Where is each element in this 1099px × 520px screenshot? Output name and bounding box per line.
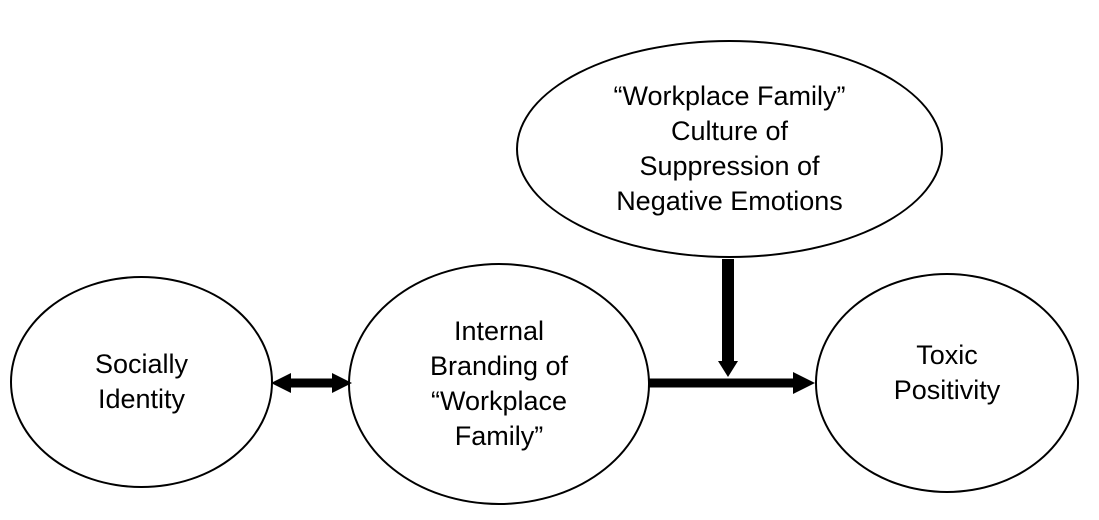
node-line: Negative Emotions — [616, 186, 843, 216]
arrowhead-down — [718, 361, 738, 377]
node-line: Internal — [453, 316, 545, 346]
node-line: “Workplace Family” — [613, 81, 846, 111]
arrow-workplace-family-culture-down — [718, 259, 738, 377]
node-workplace-family-culture-label: “Workplace Family” Culture of Suppressio… — [613, 79, 845, 219]
node-line: Family” — [454, 421, 544, 451]
node-line: Toxic — [916, 340, 978, 370]
node-internal-branding-label: Internal Branding of “Workplace Family” — [430, 314, 568, 454]
arrow-shaft — [648, 378, 794, 388]
node-toxic-positivity-label: Toxic Positivity — [894, 338, 1001, 408]
arrowhead-left — [271, 373, 291, 393]
node-line: “Workplace — [430, 386, 568, 416]
arrow-internal-branding-to-toxic-positivity — [648, 372, 815, 394]
node-socially-identity: Socially Identity — [10, 276, 273, 488]
arrowhead-right — [793, 372, 815, 394]
node-line: Branding of — [429, 351, 569, 381]
node-line: Identity — [97, 384, 186, 414]
node-toxic-positivity: Toxic Positivity — [815, 273, 1079, 493]
node-internal-branding: Internal Branding of “Workplace Family” — [348, 263, 650, 505]
arrow-shaft — [722, 259, 734, 363]
node-line: Culture of — [670, 116, 789, 146]
node-line: Suppression of — [639, 151, 820, 181]
node-line: Positivity — [893, 375, 1001, 405]
node-socially-identity-label: Socially Identity — [95, 347, 188, 417]
node-workplace-family-culture: “Workplace Family” Culture of Suppressio… — [516, 40, 943, 258]
node-line: Socially — [94, 349, 189, 379]
arrow-shaft — [288, 378, 336, 388]
bidirectional-arrow-socially-identity-internal-branding — [271, 373, 352, 393]
